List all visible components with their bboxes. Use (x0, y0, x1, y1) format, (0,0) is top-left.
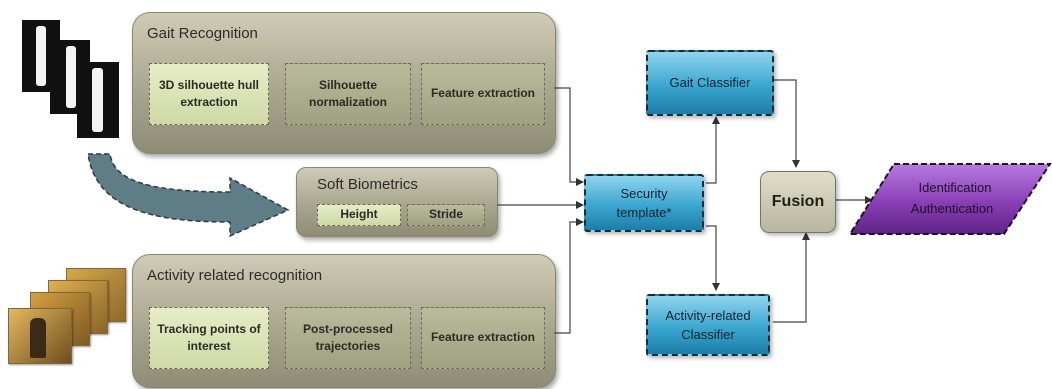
silhouette-figure (36, 26, 46, 86)
person-figure (30, 318, 46, 358)
activity-classifier-to-fusion-line (773, 232, 810, 323)
post-processed-trajectories-step: Post-processed trajectories (285, 307, 411, 369)
fusion-box: Fusion (760, 171, 836, 233)
gait-recognition-title: Gait Recognition (147, 25, 258, 42)
output-label-authentication: Authentication (910, 201, 994, 216)
activity-recognition-group: Activity related recognition Tracking po… (132, 254, 556, 388)
activity-classifier-box: Activity-related Classifier (646, 294, 770, 356)
gait-recognition-group: Gait Recognition 3D silhouette hull extr… (132, 12, 556, 154)
template-to-activity-classifier-line (706, 225, 720, 291)
activity-video-frames (8, 268, 126, 364)
silhouette-hull-step: 3D silhouette hull extraction (149, 63, 269, 125)
gait-silhouette-images (22, 20, 122, 140)
stride-item: Stride (407, 204, 485, 226)
silhouette-to-soft-biometrics-arrow (87, 153, 290, 238)
height-item: Height (317, 204, 401, 226)
gait-to-template-line (554, 87, 584, 186)
silhouette-figure (66, 46, 76, 108)
activity-feature-extraction-step: Feature extraction (421, 307, 545, 369)
gait-classifier-box: Gait Classifier (646, 50, 774, 116)
gait-feature-extraction-step: Feature extraction (421, 63, 545, 125)
activity-to-template-line (554, 218, 584, 334)
activity-recognition-title: Activity related recognition (147, 267, 323, 284)
silhouette-figure (92, 68, 103, 132)
output-label-identification: Identification (918, 180, 992, 195)
template-to-gait-classifier-line (706, 116, 720, 184)
security-template-box: Security template* (584, 174, 704, 232)
output-shape (848, 163, 1052, 235)
soft-biometrics-title: Soft Biometrics (317, 176, 418, 193)
gait-classifier-to-fusion-line (773, 79, 800, 168)
tracking-points-step: Tracking points of interest (149, 307, 269, 369)
soft-biometrics-group: Soft Biometrics Height Stride (296, 167, 498, 237)
silhouette-normalization-step: Silhouette normalization (285, 63, 411, 125)
